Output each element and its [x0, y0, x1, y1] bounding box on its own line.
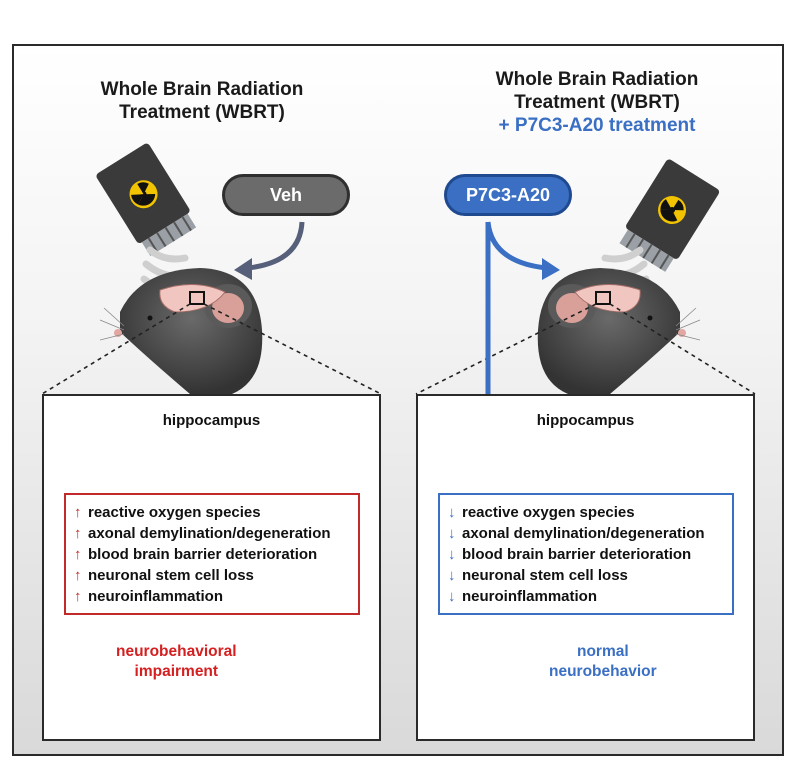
effect-label: neuroinflammation: [462, 588, 598, 605]
normal-behavior-label: normal neurobehavior: [549, 642, 657, 682]
outcome-line2: neurobehavior: [549, 663, 657, 680]
outcome-line1: neurobehavioral: [116, 643, 237, 660]
effect-label: reactive oxygen species: [462, 504, 635, 521]
outcome-line1: normal: [576, 643, 629, 660]
effect-item: ↓ axonal demylination/degeneration: [448, 523, 732, 544]
mouse-head-icon: [99, 268, 263, 394]
outcome-line2: impairment: [134, 663, 219, 680]
right-hippocampus-panel: hippocampus ↓ reactive oxygen species ↓ ax…: [416, 394, 755, 741]
effect-label: axonal demylination/degeneration: [462, 525, 705, 542]
effects-list: ↑ reactive oxygen species ↑ axonal demylin…: [64, 493, 360, 615]
increase-arrow-icon: ↑: [74, 546, 82, 563]
effect-label: axonal demylination/degeneration: [88, 525, 331, 542]
zoom-lines: [41, 303, 756, 395]
effect-label: blood brain barrier deterioration: [88, 546, 318, 563]
effect-item: ↓ neuronal stem cell loss: [448, 565, 732, 586]
increase-arrow-icon: ↑: [74, 588, 82, 605]
effect-item: ↑ neuronal stem cell loss: [74, 565, 358, 586]
effect-label: neuronal stem cell loss: [88, 567, 254, 584]
impairment-label: neurobehavioral impairment: [116, 642, 237, 682]
effect-item: ↑ neuroinflammation: [74, 586, 358, 607]
left-title-line2: Treatment (WBRT): [119, 102, 285, 123]
effect-label: blood brain barrier deterioration: [462, 546, 692, 563]
left-title-line1: Whole Brain Radiation: [100, 79, 304, 100]
increase-arrow-icon: ↑: [74, 525, 82, 542]
panel-title: hippocampus: [536, 412, 635, 429]
effect-item: ↑ axonal demylination/degeneration: [74, 523, 358, 544]
right-title-line3: + P7C3-A20 treatment: [498, 115, 696, 136]
effect-item: ↓ reactive oxygen species: [448, 502, 732, 523]
effect-item: ↑ reactive oxygen species: [74, 502, 358, 523]
p7c3-a20-pill: P7C3-A20: [444, 174, 572, 216]
increase-arrow-icon: ↑: [74, 504, 82, 521]
mouse-head-icon: [537, 268, 701, 394]
effect-item: ↓ blood brain barrier deterioration: [448, 544, 732, 565]
decrease-arrow-icon: ↓: [448, 588, 456, 605]
effect-label: reactive oxygen species: [88, 504, 261, 521]
effect-label: neuronal stem cell loss: [462, 567, 628, 584]
left-hippocampus-panel: hippocampus ↑ reactive oxygen species ↑ ax…: [42, 394, 381, 741]
right-title: Whole Brain Radiation Treatment (WBRT) +…: [462, 68, 732, 137]
radiation-emitter-icon: [96, 143, 197, 256]
decrease-arrow-icon: ↓: [448, 525, 456, 542]
effect-label: neuroinflammation: [88, 588, 224, 605]
panel-title: hippocampus: [162, 412, 261, 429]
left-title: Whole Brain Radiation Treatment (WBRT): [72, 78, 332, 124]
vehicle-pill: Veh: [222, 174, 350, 216]
decrease-arrow-icon: ↓: [448, 546, 456, 563]
right-title-line2: Treatment (WBRT): [514, 92, 680, 113]
veh-arrow-icon: [234, 221, 305, 280]
effects-list: ↓ reactive oxygen species ↓ axonal demylin…: [438, 493, 734, 615]
decrease-arrow-icon: ↓: [448, 504, 456, 521]
decrease-arrow-icon: ↓: [448, 567, 456, 584]
effect-item: ↑ blood brain barrier deterioration: [74, 544, 358, 565]
right-title-line1: Whole Brain Radiation: [495, 69, 699, 90]
increase-arrow-icon: ↑: [74, 567, 82, 584]
radiation-emitter-icon: [619, 159, 720, 272]
effect-item: ↓ neuroinflammation: [448, 586, 732, 607]
